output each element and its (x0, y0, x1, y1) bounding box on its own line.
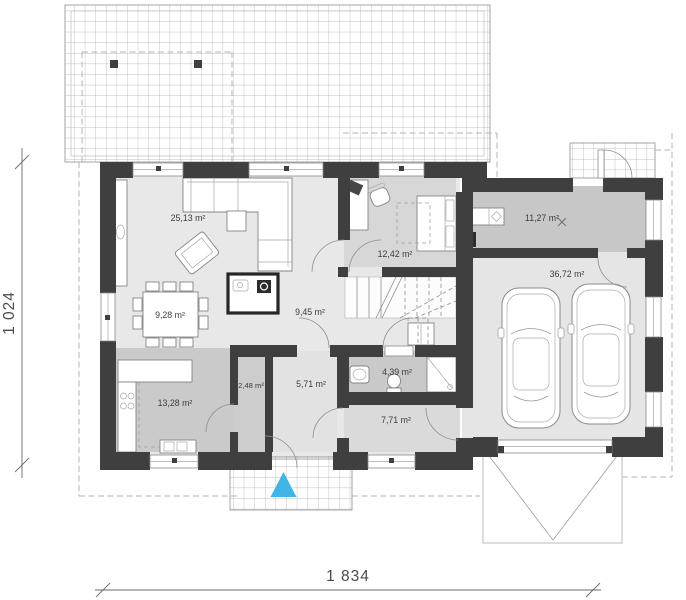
room-label-corridor: 7,71 m² (381, 415, 411, 425)
car-icon (497, 287, 565, 429)
room-label-dining: 9,28 m² (155, 310, 185, 320)
terrace-hatch (64, 4, 491, 163)
stairs (356, 276, 457, 346)
shower (426, 356, 457, 393)
wardrobe (407, 322, 435, 346)
armchair (174, 231, 220, 275)
dimension-height-label: 1 024 (1, 291, 18, 335)
room-label-bedroom: 12,42 m² (378, 249, 413, 259)
door-arc (603, 149, 633, 179)
room-label-kitchen: 13,28 m² (158, 398, 193, 408)
room-entry-floor (267, 351, 337, 452)
dining-table (132, 281, 209, 348)
furniture (113, 177, 635, 454)
dimension-width: 1 834 (95, 568, 601, 598)
coffee-table (226, 210, 247, 232)
room-label-utility: 11,27 m² (525, 213, 559, 223)
walls (100, 162, 663, 470)
room-label-hall: 9,45 m² (295, 307, 325, 317)
door-arc (311, 239, 345, 273)
bed (416, 195, 457, 252)
window (149, 454, 199, 469)
window (645, 296, 662, 338)
room-corridor-floor (344, 400, 460, 452)
window (132, 162, 184, 177)
door-arc (425, 407, 459, 441)
entrance-marker-icon (270, 472, 297, 497)
door-arc (382, 317, 414, 349)
desk-books (345, 179, 364, 196)
terrace-column (110, 60, 118, 68)
door-arc (205, 403, 235, 433)
room-label-pantry: 2,48 m² (238, 381, 264, 390)
door-arc (597, 257, 628, 288)
sofa (182, 177, 293, 272)
car-icon (567, 283, 635, 425)
window (378, 162, 425, 177)
fireplace (226, 272, 280, 315)
bedroom-rug (396, 202, 431, 244)
washbasin (349, 365, 370, 384)
door-arc (312, 407, 344, 439)
door-arc (298, 317, 330, 349)
room-pantry-floor (234, 351, 265, 452)
door-leaf (597, 149, 605, 179)
window (645, 391, 662, 428)
window (367, 454, 416, 469)
terrace-column (194, 60, 202, 68)
dimension-width-label: 1 834 (326, 568, 370, 585)
window (645, 199, 662, 241)
window (100, 292, 116, 342)
room-label-bathroom: 4,39 m² (382, 367, 412, 377)
room-label-living: 25,13 m² (171, 213, 206, 223)
windows (100, 162, 662, 469)
front-door-arc (264, 435, 298, 469)
door-arc (348, 239, 382, 273)
room-label-garage: 36,72 m² (550, 269, 585, 279)
stairs-floor (344, 276, 457, 319)
garage-door (497, 439, 613, 454)
room-labels: 25,13 m² 9,28 m² 12,42 m² 9,45 m² 13,28 … (155, 213, 584, 425)
kitchen-counter (117, 359, 197, 454)
doors (205, 149, 633, 469)
room-label-entry: 5,71 m² (296, 379, 326, 389)
floor-drain-icon (557, 217, 567, 227)
window (248, 162, 324, 177)
roof-overhang-outline (78, 51, 673, 497)
rear-porch-hatch (569, 142, 656, 179)
door-leaf (384, 345, 414, 357)
dimension-height: 1 024 (1, 148, 30, 478)
desk-chair (367, 182, 391, 207)
utility-counter (471, 207, 505, 226)
